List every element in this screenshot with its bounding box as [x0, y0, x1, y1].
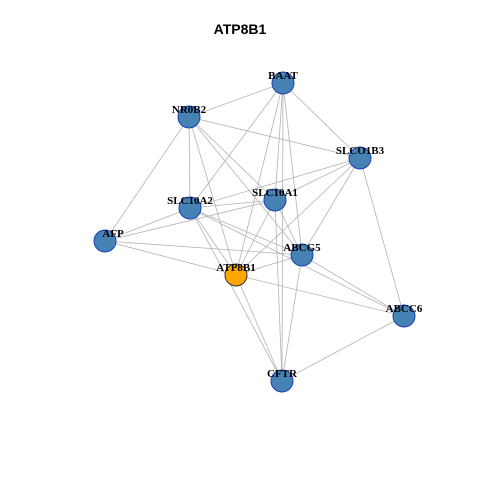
- node-abcg5[interactable]: [290, 243, 314, 267]
- node-label-atp8b1: ATP8B1: [216, 262, 256, 274]
- node-label-afp: AFP: [102, 228, 124, 240]
- node-label-baat: BAAT: [268, 70, 298, 82]
- node-cftr[interactable]: [270, 369, 294, 393]
- edge-atp8b1-cftr: [235, 274, 283, 382]
- edge-nr0b2-afp: [104, 116, 190, 242]
- edge-nr0b2-slco1b3: [188, 116, 361, 159]
- node-slco1b3[interactable]: [348, 146, 372, 170]
- node-atp8b1[interactable]: [224, 263, 248, 287]
- node-label-slco1b3: SLCO1B3: [336, 145, 385, 157]
- edge-slco1b3-abcc6: [359, 157, 405, 317]
- edge-baat-cftr: [281, 82, 284, 382]
- edge-nr0b2-atp8b1: [188, 116, 237, 276]
- node-baat[interactable]: [271, 71, 295, 95]
- edge-slc10a1-afp: [104, 199, 276, 242]
- graph-title: ATP8B1: [213, 21, 267, 37]
- edge-slco1b3-atp8b1: [235, 157, 361, 276]
- edge-baat-nr0b2: [188, 82, 284, 118]
- edge-nr0b2-slc10a1: [188, 116, 276, 201]
- edge-slc10a1-atp8b1: [235, 199, 276, 276]
- edge-atp8b1-abcc6: [235, 274, 405, 317]
- edge-slco1b3-abcg5: [301, 157, 361, 256]
- edge-afp-atp8b1: [104, 240, 237, 276]
- edge-baat-slco1b3: [282, 82, 361, 159]
- edge-baat-abcg5: [282, 82, 303, 256]
- edge-slc10a2-cftr: [189, 207, 283, 382]
- edge-slc10a2-afp: [104, 207, 191, 242]
- node-afp[interactable]: [93, 229, 117, 253]
- node-label-slc10a1: SLC10A1: [252, 187, 298, 199]
- node-label-abcg5: ABCG5: [283, 242, 321, 254]
- edge-baat-slc10a1: [274, 82, 284, 201]
- edge-abcg5-cftr: [281, 254, 303, 382]
- node-abcc6[interactable]: [392, 304, 416, 328]
- node-nr0b2[interactable]: [177, 105, 201, 129]
- edge-slco1b3-slc10a1: [274, 157, 361, 201]
- edge-slco1b3-slc10a2: [189, 157, 361, 209]
- edges-layer: [104, 82, 405, 382]
- node-label-nr0b2: NR0B2: [172, 104, 207, 116]
- edge-baat-atp8b1: [235, 82, 284, 276]
- edge-nr0b2-abcg5: [188, 116, 303, 256]
- node-slc10a1[interactable]: [263, 188, 287, 212]
- edge-afp-abcg5: [104, 240, 303, 256]
- nodes-layer: [93, 71, 416, 393]
- edge-baat-slc10a2: [189, 82, 284, 209]
- edge-slc10a2-atp8b1: [189, 207, 237, 276]
- node-label-abcc6: ABCC6: [386, 303, 423, 315]
- edge-nr0b2-slc10a2: [188, 116, 191, 209]
- edge-abcc6-cftr: [281, 315, 405, 382]
- node-label-slc10a2: SLC10A2: [167, 195, 213, 207]
- node-slc10a2[interactable]: [178, 196, 202, 220]
- edge-slc10a1-cftr: [274, 199, 283, 382]
- edge-abcg5-abcc6: [301, 254, 405, 317]
- edge-slc10a2-slc10a1: [189, 199, 276, 209]
- node-label-cftr: CFTR: [267, 368, 298, 380]
